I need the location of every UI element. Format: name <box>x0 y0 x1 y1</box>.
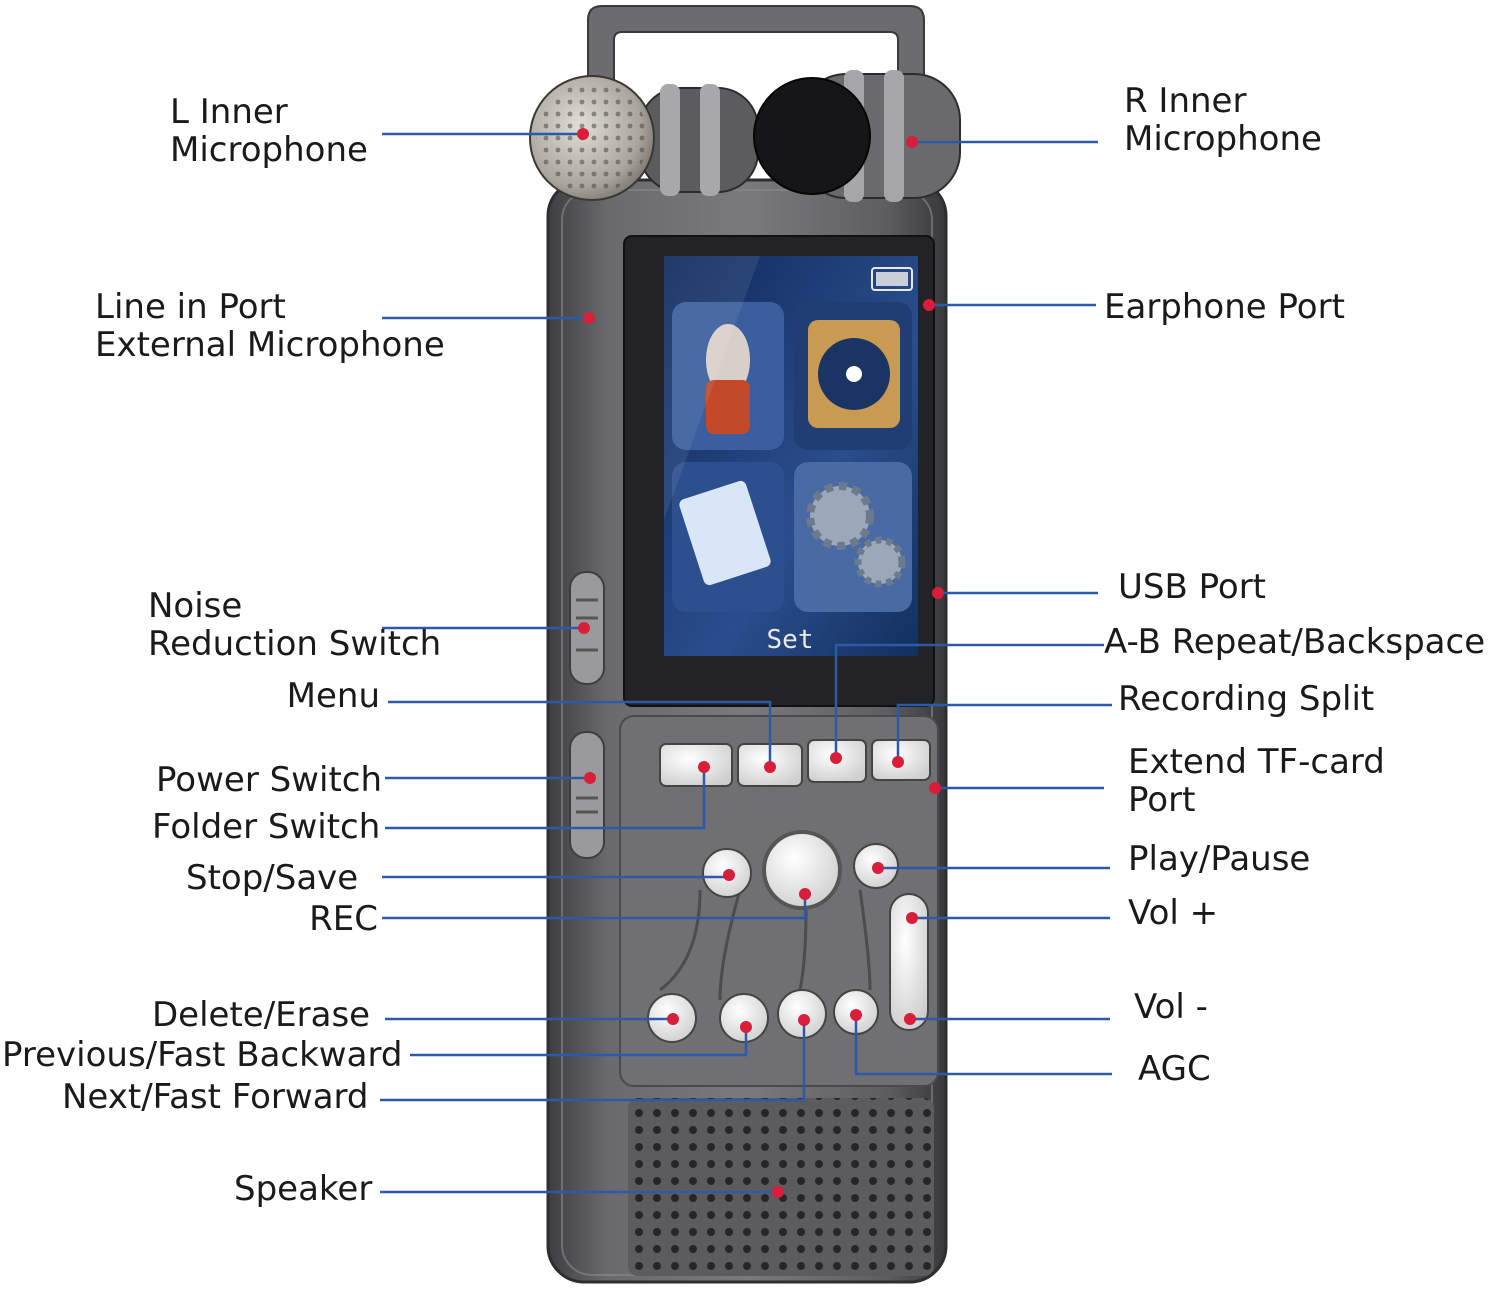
label-delete: Delete/Erase <box>152 995 371 1035</box>
marker-power <box>584 772 596 784</box>
marker-ab-repeat <box>830 752 842 764</box>
label-menu: Menu <box>286 676 380 716</box>
marker-delete <box>667 1013 679 1025</box>
gear-icon <box>854 536 906 588</box>
marker-l-mic <box>577 128 589 140</box>
screen-caption: Set <box>767 625 814 655</box>
leader-rec-split <box>896 703 1112 762</box>
label-r-mic-line1: R Inner <box>1124 81 1247 121</box>
label-next: Next/Fast Forward <box>62 1077 369 1117</box>
leader-previous <box>410 1027 748 1057</box>
label-line-in-line2: External Microphone <box>95 325 445 365</box>
label-previous: Previous/Fast Backward <box>2 1035 403 1075</box>
label-noise-line2: Reduction Switch <box>148 624 442 664</box>
l-microphone <box>529 75 759 201</box>
battery-icon <box>871 267 913 291</box>
leader-agc <box>854 1015 1112 1076</box>
leader-rec <box>382 894 807 920</box>
label-agc: AGC <box>1138 1049 1211 1089</box>
r-microphone <box>753 70 961 202</box>
marker-noise <box>578 622 590 634</box>
label-r-mic-line2: Microphone <box>1124 119 1322 159</box>
marker-agc <box>850 1009 862 1021</box>
marker-usb <box>932 587 944 599</box>
leader-ab-repeat <box>834 643 1104 758</box>
marker-earphone <box>923 299 935 311</box>
folder-button[interactable] <box>659 743 733 787</box>
marker-menu <box>764 761 776 773</box>
label-l-mic-line2: Microphone <box>170 130 368 170</box>
marker-stop <box>723 869 735 881</box>
label-tf-card-line1: Extend TF-card <box>1128 742 1385 782</box>
marker-folder <box>698 761 710 773</box>
leader-menu <box>388 700 772 767</box>
leader-folder <box>385 767 706 830</box>
leader-next <box>380 1020 806 1102</box>
leader-lines <box>380 132 1112 1194</box>
marker-next <box>798 1014 810 1026</box>
label-stop: Stop/Save <box>186 858 359 898</box>
markers <box>577 128 944 1198</box>
label-earphone: Earphone Port <box>1104 287 1345 327</box>
label-rec: REC <box>309 899 378 939</box>
power-folder-switch[interactable] <box>569 731 605 859</box>
label-line-in-line1: Line in Port <box>95 287 286 327</box>
label-tf-card-line2: Port <box>1128 780 1196 820</box>
label-usb: USB Port <box>1118 567 1267 607</box>
marker-play <box>872 862 884 874</box>
rec-button[interactable] <box>762 830 842 910</box>
label-folder: Folder Switch <box>152 807 381 847</box>
marker-r-mic <box>906 136 918 148</box>
label-play: Play/Pause <box>1128 839 1311 879</box>
label-l-mic-line1: L Inner <box>170 92 288 132</box>
marker-rec <box>799 888 811 900</box>
previous-button[interactable] <box>719 993 769 1043</box>
next-button[interactable] <box>777 989 827 1039</box>
label-speaker: Speaker <box>234 1169 373 1209</box>
marker-vol-plus <box>906 912 918 924</box>
marker-previous <box>740 1021 752 1033</box>
marker-line-in <box>583 312 595 324</box>
marker-vol-minus <box>904 1013 916 1025</box>
marker-rec-split <box>892 756 904 768</box>
label-vol-plus: Vol + <box>1128 893 1219 933</box>
label-noise-line1: Noise <box>148 586 243 626</box>
volume-rocker[interactable] <box>889 893 929 1031</box>
gear-icon <box>806 482 874 550</box>
marker-speaker <box>772 1186 784 1198</box>
marker-tf-card <box>929 782 941 794</box>
label-ab-repeat: A-B Repeat/Backspace <box>1104 622 1486 662</box>
label-power: Power Switch <box>156 760 383 800</box>
label-rec-split: Recording Split <box>1118 679 1375 719</box>
label-vol-minus: Vol - <box>1134 987 1208 1027</box>
